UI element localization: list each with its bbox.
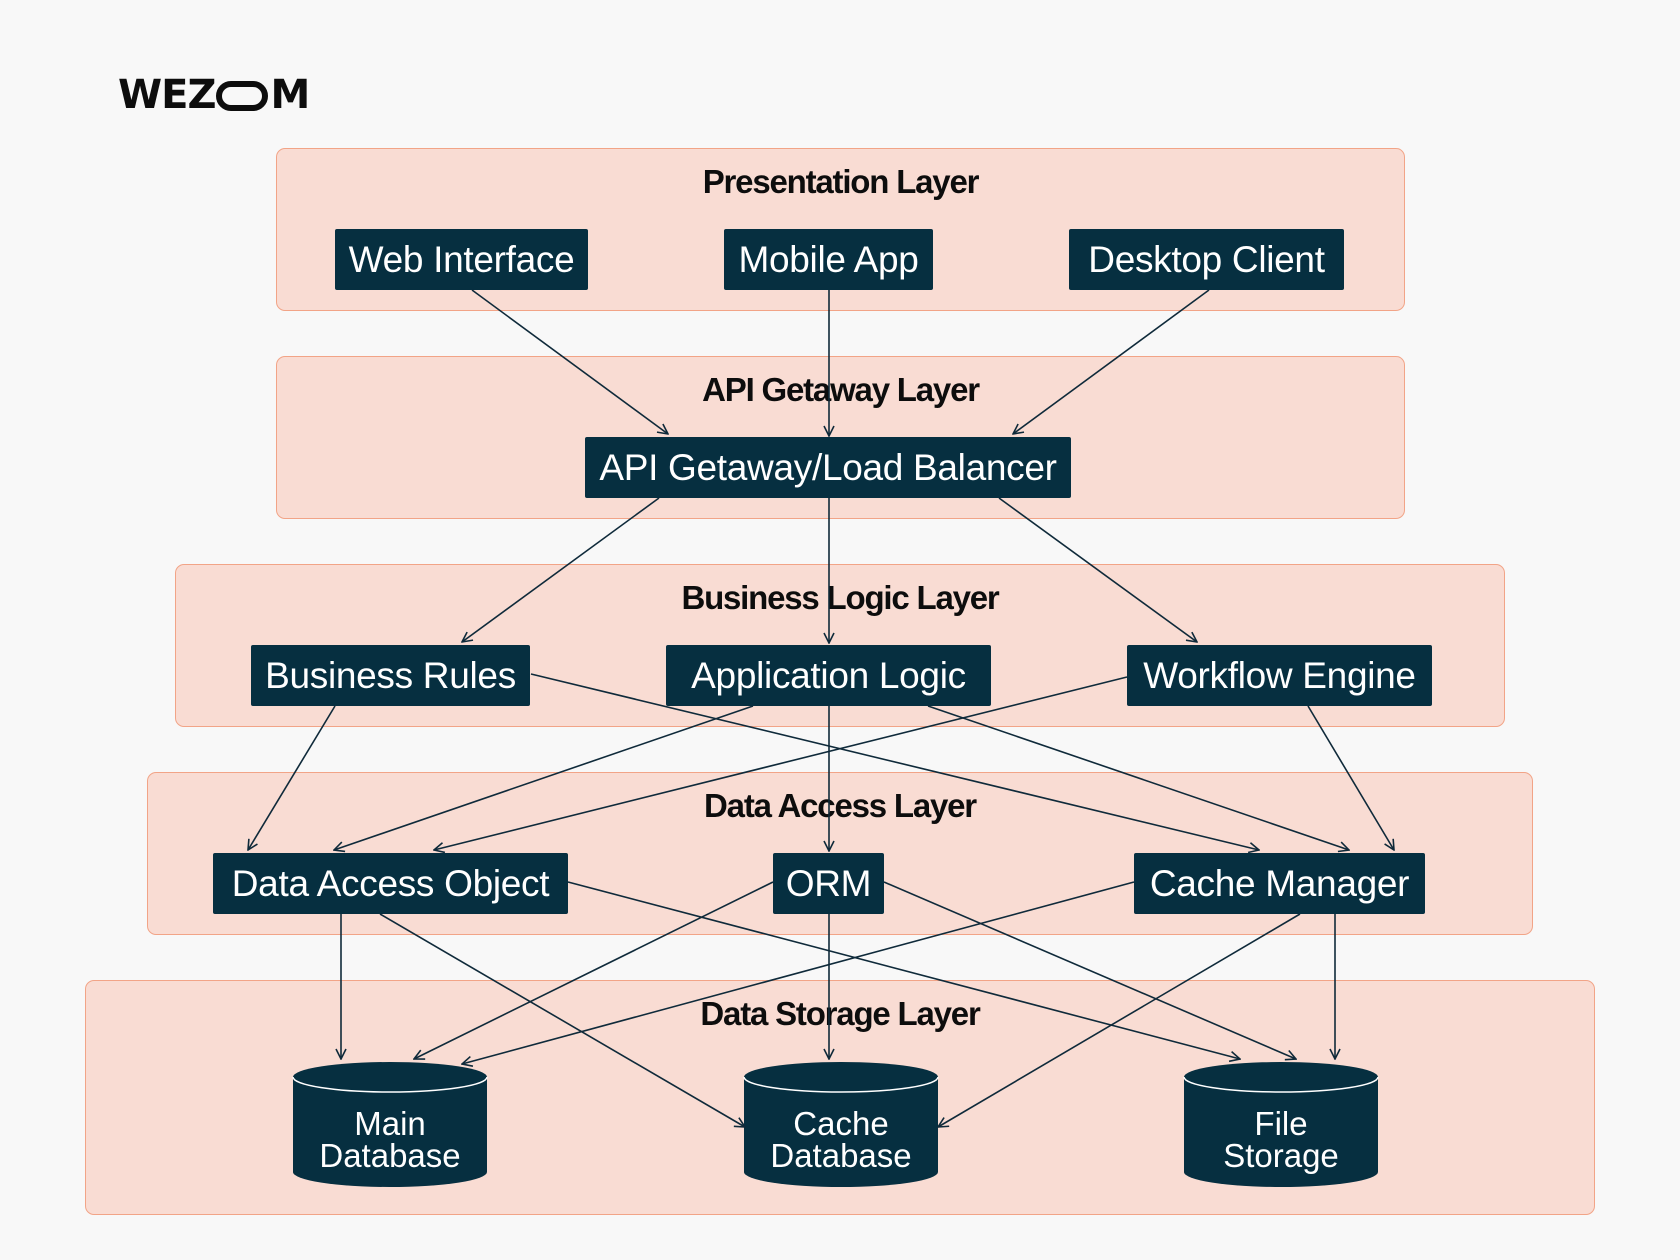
presentation-layer-title: Presentation Layer bbox=[702, 163, 980, 200]
node-orm: ORM bbox=[773, 853, 884, 914]
database-cylinder-icon bbox=[1183, 1062, 1379, 1187]
arrow-application-logic-to-data-access-object bbox=[334, 705, 754, 850]
node-data-access-object: Data Access Object bbox=[213, 853, 568, 914]
arrow-orm-to-main-database bbox=[414, 881, 774, 1059]
arrow-api-gateway-to-workflow-engine bbox=[998, 497, 1197, 642]
logo-ring-icon bbox=[216, 81, 269, 111]
node-mobile-app: Mobile App bbox=[724, 229, 933, 290]
data-access-layer-title: Data Access Layer bbox=[704, 787, 977, 824]
wezom-logo: WEZ M bbox=[118, 72, 310, 118]
node-cache-manager: Cache Manager bbox=[1134, 853, 1425, 914]
arrow-api-gateway-to-business-rules bbox=[462, 497, 660, 642]
database-cylinder-icon bbox=[743, 1062, 939, 1187]
arrow-orm-to-file-storage bbox=[883, 881, 1296, 1059]
node-desktop-client: Desktop Client bbox=[1069, 229, 1344, 290]
arrow-cache-manager-to-cache-database bbox=[938, 913, 1301, 1127]
node-api-gateway: API Getaway/Load Balancer bbox=[585, 437, 1071, 498]
arrow-data-access-object-to-file-storage bbox=[567, 881, 1240, 1059]
logo-text-suffix: M bbox=[270, 72, 310, 118]
data-storage-layer-title: Data Storage Layer bbox=[700, 995, 980, 1032]
arrow-desktop-client-to-api-gateway bbox=[1013, 289, 1210, 434]
cache-database-label-line1: Cache bbox=[793, 1105, 889, 1142]
arrow-application-logic-to-cache-manager bbox=[927, 705, 1349, 850]
database-cylinder-icon bbox=[292, 1062, 488, 1187]
cache-database-label-line2: Database bbox=[770, 1137, 912, 1174]
node-main-database: Main Database bbox=[292, 1061, 488, 1188]
main-database-label-line1: Main bbox=[354, 1105, 426, 1142]
arrow-workflow-engine-to-cache-manager bbox=[1307, 705, 1394, 850]
file-storage-label-line1: File bbox=[1254, 1105, 1308, 1142]
logo-text-prefix: WEZ bbox=[118, 72, 216, 118]
arrow-workflow-engine-to-data-access-object bbox=[434, 676, 1128, 850]
api-gateway-layer-title: API Getaway Layer bbox=[702, 371, 980, 408]
arrow-business-rules-to-data-access-object bbox=[248, 705, 336, 850]
arrow-data-access-object-to-cache-database bbox=[379, 913, 745, 1127]
node-business-rules: Business Rules bbox=[251, 645, 530, 706]
file-storage-label-line2: Storage bbox=[1223, 1137, 1339, 1174]
node-web-interface: Web Interface bbox=[335, 229, 588, 290]
node-cache-database: Cache Database bbox=[743, 1061, 939, 1188]
arrow-web-interface-to-api-gateway bbox=[471, 289, 668, 434]
business-logic-layer-title: Business Logic Layer bbox=[681, 579, 999, 616]
node-file-storage: File Storage bbox=[1183, 1061, 1379, 1188]
node-workflow-engine: Workflow Engine bbox=[1127, 645, 1432, 706]
arrow-cache-manager-to-main-database bbox=[462, 881, 1135, 1064]
main-database-label-line2: Database bbox=[319, 1137, 461, 1174]
arrow-business-rules-to-cache-manager bbox=[530, 673, 1259, 850]
node-application-logic: Application Logic bbox=[666, 645, 991, 706]
